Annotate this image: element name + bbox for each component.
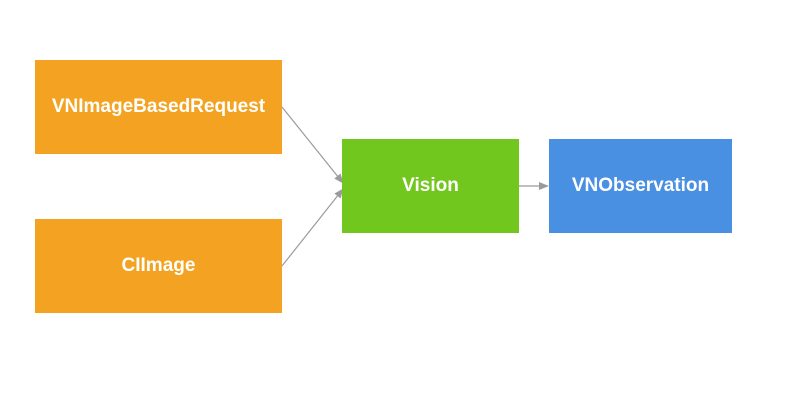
node-vision: Vision [342, 139, 519, 233]
node-ciimage: CIImage [35, 219, 282, 313]
edge-request-to-vision [281, 106, 344, 184]
node-vnimagebasedrequest: VNImageBasedRequest [35, 60, 282, 154]
node-vnobservation: VNObservation [549, 139, 732, 233]
edge-ciimage-to-vision [281, 188, 344, 267]
